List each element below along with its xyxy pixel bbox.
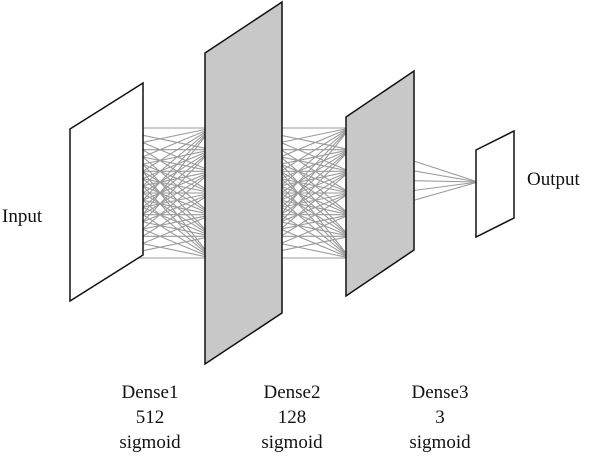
dense1-activation: sigmoid: [119, 432, 181, 453]
dense1-name: Dense1: [121, 382, 179, 403]
dense1-units: 512: [135, 407, 165, 428]
dense2-name: Dense2: [263, 382, 321, 403]
dense3-units: 3: [435, 407, 445, 428]
dense3-activation: sigmoid: [409, 432, 471, 453]
dense2-layer-panel: [345, 69, 415, 298]
dense3-name: Dense3: [411, 382, 469, 403]
dense2-caption: Dense2 128 sigmoid: [237, 380, 347, 455]
output-label: Output: [527, 169, 580, 190]
input-layer-panel: [69, 81, 144, 303]
dense1-layer-panel: [204, 0, 283, 366]
output-layer-panel: [475, 129, 515, 239]
dense2-activation: sigmoid: [261, 432, 323, 453]
dense2-units: 128: [277, 407, 307, 428]
dense3-caption: Dense3 3 sigmoid: [385, 380, 495, 455]
dense1-caption: Dense1 512 sigmoid: [95, 380, 205, 455]
connection-lines: [107, 127, 479, 259]
input-label: Input: [2, 206, 43, 227]
